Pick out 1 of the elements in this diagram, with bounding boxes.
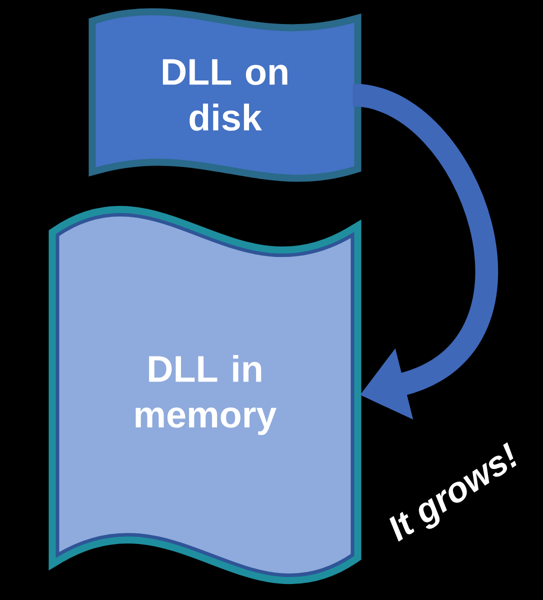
curved-arrow (350, 84, 498, 420)
